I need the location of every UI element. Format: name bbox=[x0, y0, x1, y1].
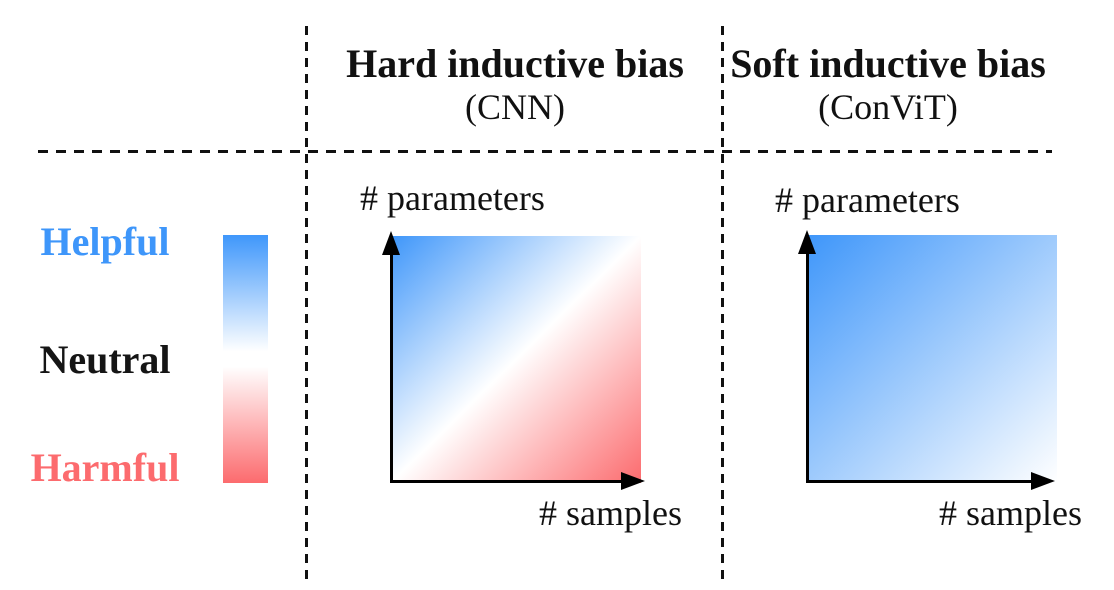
convit-y-axis-line bbox=[806, 241, 809, 483]
legend-label-harmful: Harmful bbox=[30, 445, 180, 490]
column-separator-right bbox=[721, 26, 724, 580]
convit-y-axis-label: # parameters bbox=[775, 180, 960, 220]
convit-column-header: Soft inductive bias (ConViT) bbox=[723, 42, 1053, 128]
legend-label-neutral: Neutral bbox=[39, 337, 171, 382]
cnn-column-title: Hard inductive bias bbox=[346, 41, 684, 86]
convit-gradient-square bbox=[807, 235, 1057, 483]
convit-column-subtitle: (ConViT) bbox=[818, 87, 958, 127]
convit-column-title: Soft inductive bias bbox=[730, 41, 1046, 86]
cnn-column-subtitle: (CNN) bbox=[465, 87, 565, 127]
legend-gradient-bar bbox=[223, 235, 268, 483]
cnn-x-axis-label: # samples bbox=[539, 493, 682, 533]
cnn-column-header: Hard inductive bias (CNN) bbox=[307, 42, 723, 128]
cnn-y-axis-line bbox=[390, 242, 393, 483]
cnn-y-axis-arrowhead-icon bbox=[382, 231, 400, 255]
column-separator-left bbox=[305, 26, 308, 580]
convit-x-axis-arrowhead-icon bbox=[1031, 472, 1055, 490]
cnn-x-axis-arrowhead-icon bbox=[621, 472, 645, 490]
header-separator-line bbox=[38, 150, 1052, 153]
legend-label-helpful: Helpful bbox=[40, 219, 170, 264]
cnn-gradient-square bbox=[391, 236, 641, 483]
convit-x-axis-line bbox=[807, 480, 1033, 483]
cnn-y-axis-label: # parameters bbox=[360, 178, 545, 218]
convit-x-axis-label: # samples bbox=[939, 493, 1082, 533]
cnn-x-axis-line bbox=[391, 480, 623, 483]
convit-y-axis-arrowhead-icon bbox=[798, 230, 816, 254]
